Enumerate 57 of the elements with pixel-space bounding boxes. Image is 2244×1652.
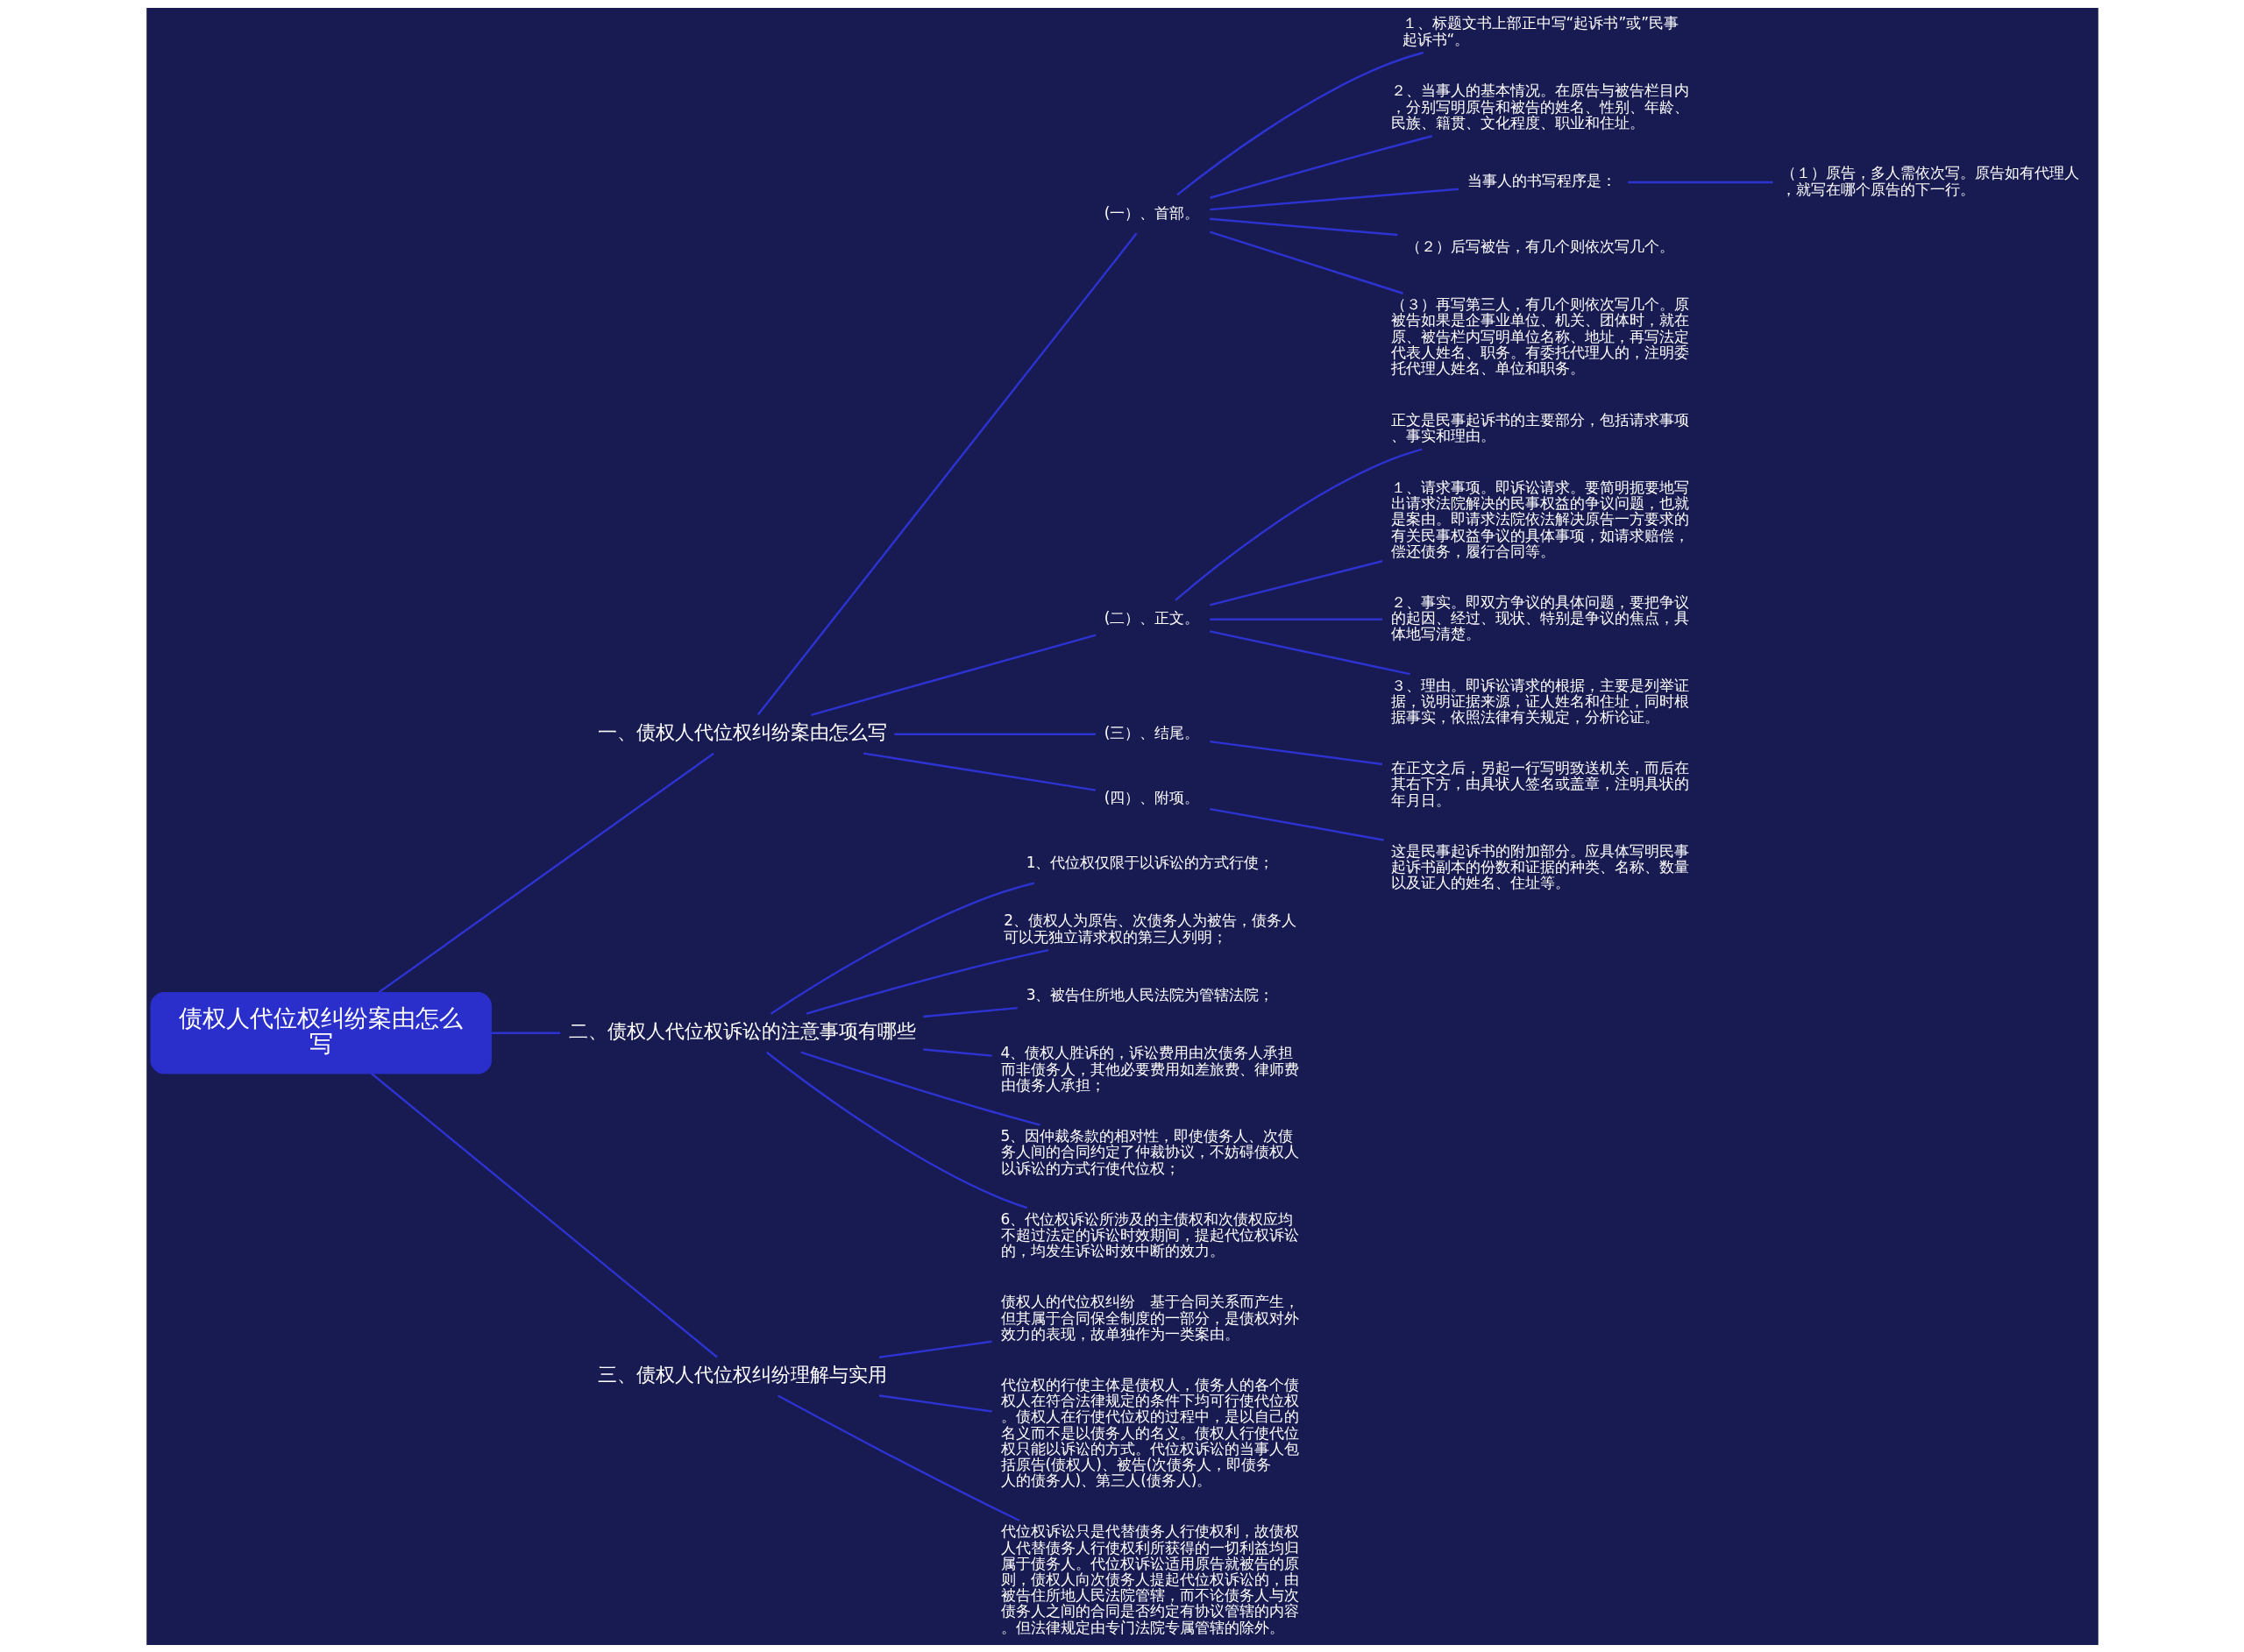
node-text: 3、被告住所地人民法院为管辖法院； — [1026, 985, 1274, 1003]
node-text: （２）后写被告，有几个则依次写几个。 — [1405, 237, 1674, 254]
node-text: 2、债权人为原告、次债务人为被告，债务人可以无独立请求权的第三人列明； — [1003, 911, 1296, 946]
connector — [378, 752, 714, 993]
node-text: １、请求事项。即诉讼请求。要简明扼要地写出请求法院解决的民事权益的争议问题，也就是案由。即请求法院依法解决原告一方要求的有关民事权益争议的具体事项，如请求赔偿，偿还债务，履行合同等。 — [1390, 478, 1689, 560]
node-text: (四）、附项。 — [1104, 788, 1199, 806]
connector — [1209, 188, 1459, 210]
node-text: （３）再写第三人，有几个则依次写几个。原被告如果是企事业单位、机关、团体时，就在原、被告栏内写明单位名称、地址，再写法定代表人姓名、职务。有委托代理人的，注明委托代理人姓名、单位和职务。 — [1390, 294, 1689, 377]
connector — [799, 1051, 1040, 1126]
node-text: 债权人的代位权纠纷 基于合同关系而产生，但其属于合同保全制度的一部分，是债权对外效力的表现，故单独作为一类案由。 — [1000, 1292, 1299, 1343]
connector — [1209, 629, 1410, 675]
connector — [491, 1032, 560, 1034]
node-text: ２、事实。即双方争议的具体问题，要把争议的起因、经过、现状、特别是争议的焦点，具体地写清楚。 — [1390, 592, 1689, 642]
connector — [1175, 51, 1424, 195]
connector — [810, 633, 1096, 716]
node-text: 代位权的行使主体是债权人，债务人的各个债权人在符合法律规定的条件下均可行使代位权。债权人在行使代位权的过程中，是以自己的名义而不是以债务人的名义。债权人行使代位权只能以诉讼的方式。代位权诉讼的当事人包括原告(债权人)、被告(次债务人，即债务人的债务人)、第三人(债务人)。 — [1000, 1375, 1299, 1489]
node-text: １、标题文书上部正中写“起诉书”或”民事起诉书“。 — [1402, 13, 1679, 47]
connector — [1209, 740, 1382, 765]
node-text: 在正文之后，另起一行写明致送机关，而后在其右下方，由具状人签名或盖章，注明具状的年月日。 — [1390, 758, 1689, 809]
connector — [922, 1047, 992, 1057]
node-text: 这是民事起诉书的附加部分。应具体写明民事起诉书副本的份数和证据的种类、名称、数量以及证人的姓名、住址等。 — [1390, 841, 1689, 891]
node-text: ２、当事人的基本情况。在原告与被告栏目内，分别写明原告和被告的姓名、性别、年龄、民族、籍贯、文化程度、职业和住址。 — [1390, 81, 1689, 131]
node-text: 当事人的书写程序是： — [1466, 171, 1616, 189]
connector — [1209, 134, 1432, 199]
connector — [765, 1051, 1027, 1209]
node-text: 4、债权人胜诉的，诉讼费用由次债务人承担而非债务人，其他必要费用如差旅费、律师费由债务人承担； — [1000, 1043, 1299, 1094]
connector — [878, 1393, 992, 1413]
node-text: ３、理由。即诉讼请求的根据，主要是列举证据，说明证据来源，证人姓名和住址，同时根据事实，依照法律有关规定，分析论证。 — [1390, 676, 1689, 726]
connector — [878, 1340, 992, 1358]
connector — [1209, 807, 1384, 841]
connector — [756, 232, 1138, 715]
connector — [863, 751, 1096, 791]
connector — [370, 1072, 718, 1358]
connector — [893, 733, 1096, 735]
node-text: 二、债权人代位权诉讼的注意事项有哪些 — [568, 1019, 916, 1042]
connector — [1209, 559, 1382, 606]
node-text: (三）、结尾。 — [1104, 723, 1199, 741]
connector — [806, 948, 1048, 1015]
node-text: (一）、首部。 — [1104, 203, 1199, 222]
connector — [777, 1394, 1020, 1521]
connector — [922, 1006, 1018, 1017]
node-text: 一、债权人代位权纠纷案由怎么写 — [597, 720, 887, 743]
node-text: 1、代位权仅限于以诉讼的方式行使； — [1026, 853, 1274, 871]
node-text: (二）、正文。 — [1104, 608, 1199, 627]
node-text: 代位权诉讼只是代替债务人行使权利，故债权人代替债务人行使权利所获得的一切利益均归属于债务人。代位权诉讼适用原告就被告的原则，债权人向次债务人提起代位权诉讼的，由被告住所地人民法院管辖，而不论债务人与次债务人之间的合同是否约定有协议管辖的内容。但法律规定由专门法院专属管辖的除外。 — [1000, 1521, 1299, 1636]
connector — [1209, 230, 1403, 294]
node-text: 正文是民事起诉书的主要部分，包括请求事项、事实和理由。 — [1390, 410, 1689, 444]
node-text: 5、因仲裁条款的相对性，即使债务人、次债务人间的合同约定了仲裁协议，不妨碍债权人以诉讼的方式行使代位权； — [1000, 1126, 1299, 1176]
connector — [1174, 447, 1423, 601]
connector — [1209, 617, 1382, 620]
node-text: 三、债权人代位权纠纷理解与实用 — [597, 1363, 887, 1386]
node-text: （１）原告，多人需依次写。原告如有代理人，就写在哪个原告的下一行。 — [1780, 163, 2079, 198]
connector — [1627, 181, 1772, 183]
connector — [770, 882, 1034, 1015]
connector — [1209, 217, 1398, 236]
node-box: 债权人代位权纠纷案由怎么写 — [149, 991, 492, 1074]
node-text: 6、代位权诉讼所涉及的主债权和次债权应均不超过法定的诉讼时效期间，提起代位权诉讼的，均发生诉讼时效中断的效力。 — [1000, 1209, 1299, 1259]
